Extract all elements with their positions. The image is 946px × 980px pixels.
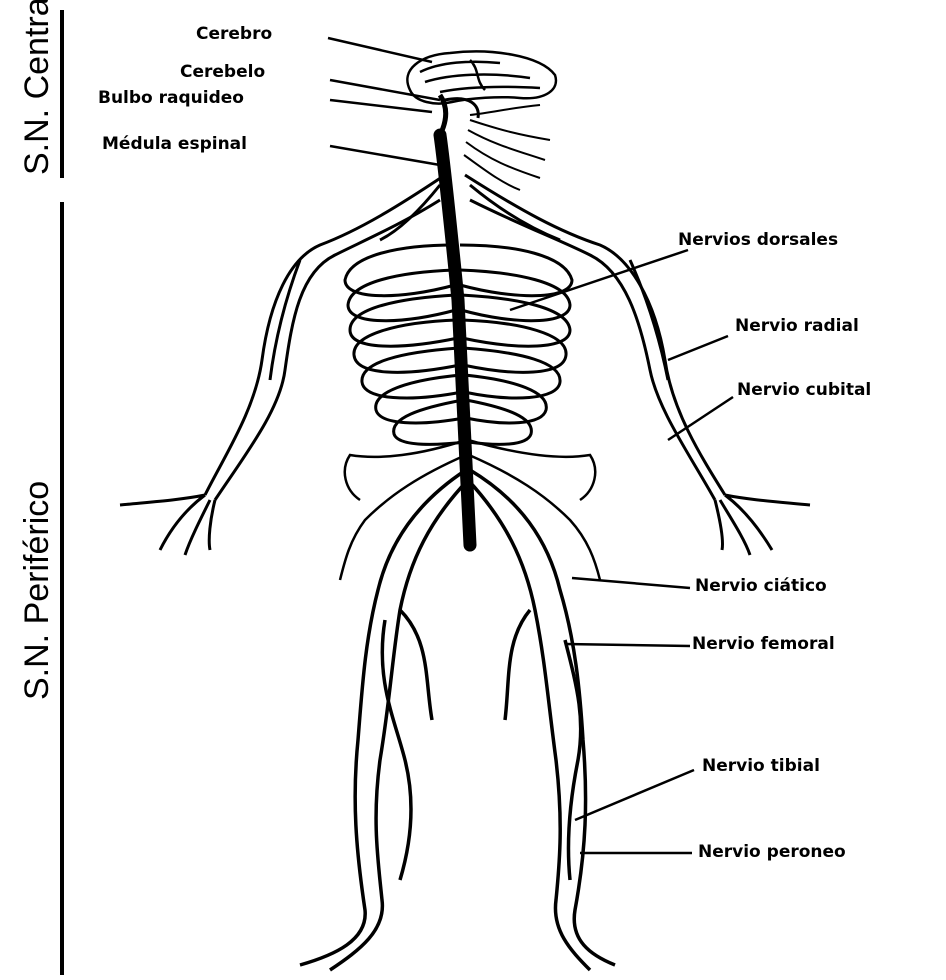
leader-tibial <box>575 770 694 820</box>
leader-femoral <box>565 644 690 646</box>
central-section-label: S.N. Central <box>20 0 54 175</box>
label-peroneo: Nervio peroneo <box>698 844 846 861</box>
leader-ciatico <box>572 578 690 588</box>
label-cerebro: Cerebro <box>196 26 272 43</box>
brain-drawing <box>407 51 556 135</box>
label-radial: Nervio radial <box>735 318 859 335</box>
label-femoral: Nervio femoral <box>692 636 835 653</box>
leg-nerves <box>300 470 615 970</box>
leader-radial <box>668 336 728 360</box>
label-cubital: Nervio cubital <box>737 382 871 399</box>
label-dorsales: Nervios dorsales <box>678 232 838 249</box>
label-bulbo: Bulbo raquideo <box>98 90 244 107</box>
leader-medula <box>330 146 440 165</box>
peripheral-section-label: S.N. Periférico <box>20 481 54 700</box>
label-ciatico: Nervio ciático <box>695 578 827 595</box>
leader-bulbo <box>330 100 432 112</box>
label-cerebelo: Cerebelo <box>180 64 265 81</box>
label-tibial: Nervio tibial <box>702 758 820 775</box>
leader-lines <box>328 38 733 853</box>
label-medula: Médula espinal <box>102 136 247 153</box>
leader-cerebro <box>328 38 432 62</box>
